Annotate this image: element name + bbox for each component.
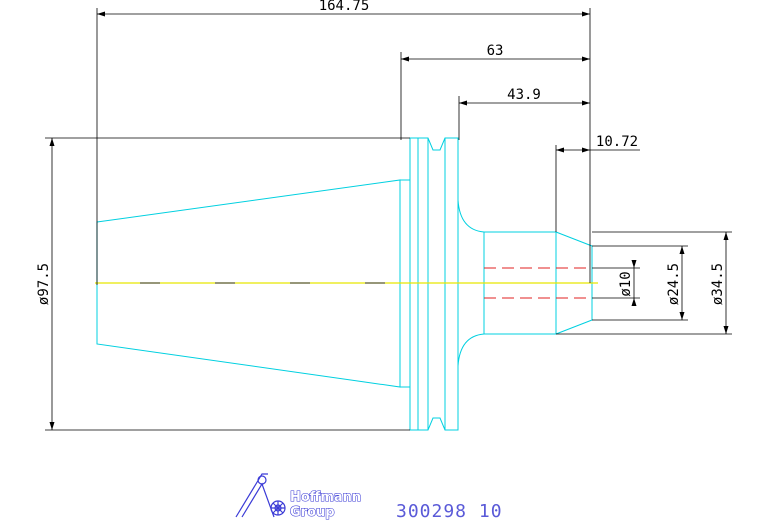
logo-text-group: Group — [290, 505, 335, 520]
flange — [409, 137, 419, 431]
part-outline — [96, 137, 593, 431]
hoffmann-group-logo: Hoffmann Group 300298 10 — [235, 473, 503, 522]
dim-dia-34-5: ø34.5 — [710, 263, 726, 305]
neck-fillet — [457, 199, 485, 367]
logo-mark-icon — [235, 473, 286, 518]
dim-dia-10: ø10 — [618, 271, 634, 296]
dim-length-63: 63 — [487, 43, 504, 59]
hidden-bore — [484, 267, 592, 299]
dim-length-10-72: 10.72 — [596, 134, 638, 150]
logo-text-hoffmann: Hoffmann — [290, 490, 361, 505]
dim-overall-length: 164.75 — [319, 0, 370, 14]
dim-length-43-9: 43.9 — [507, 87, 541, 103]
dim-dia-24-5: ø24.5 — [666, 263, 682, 305]
dimension-lines — [45, 8, 732, 431]
arrowheads — [49, 11, 729, 430]
dim-dia-97-5: ø97.5 — [36, 263, 52, 305]
part-number: 300298 10 — [396, 501, 503, 522]
